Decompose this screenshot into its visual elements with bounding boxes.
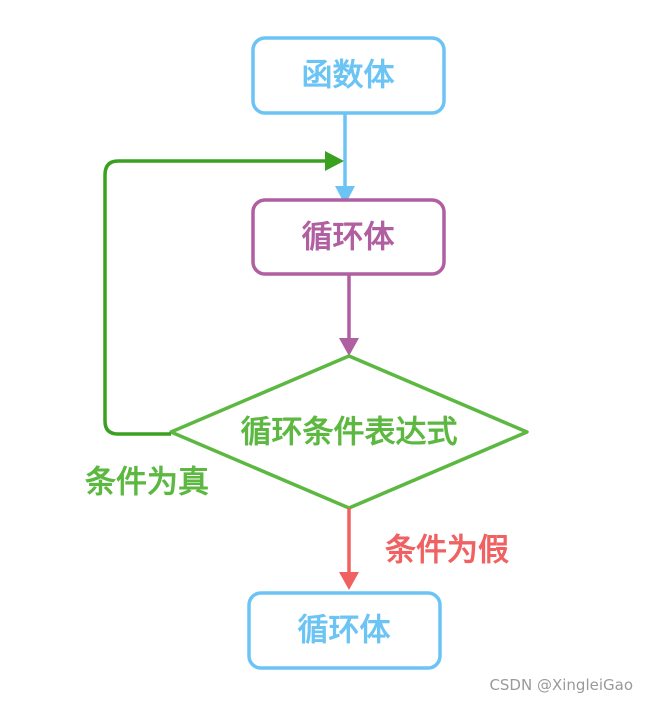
function-body-label: 函数体 [302, 58, 395, 94]
loop-back-arrowhead [325, 151, 344, 171]
arrowhead-function-to-loop [335, 186, 355, 205]
loop-back-path [103, 159, 326, 436]
loop-body-label-bottom: 循环体 [298, 613, 391, 649]
condition-true-label: 条件为真 [85, 465, 209, 501]
watermark: CSDN @XingleiGao [489, 676, 633, 694]
arrowhead-condition-to-exit [339, 572, 359, 590]
loop-body-box-bottom [247, 591, 442, 670]
arrowhead-loop-to-condition [339, 338, 359, 356]
function-body-box [251, 36, 446, 115]
condition-label: 循环条件表达式 [241, 415, 458, 451]
condition-false-label: 条件为假 [385, 533, 509, 569]
loop-body-label-top: 循环体 [302, 220, 395, 256]
